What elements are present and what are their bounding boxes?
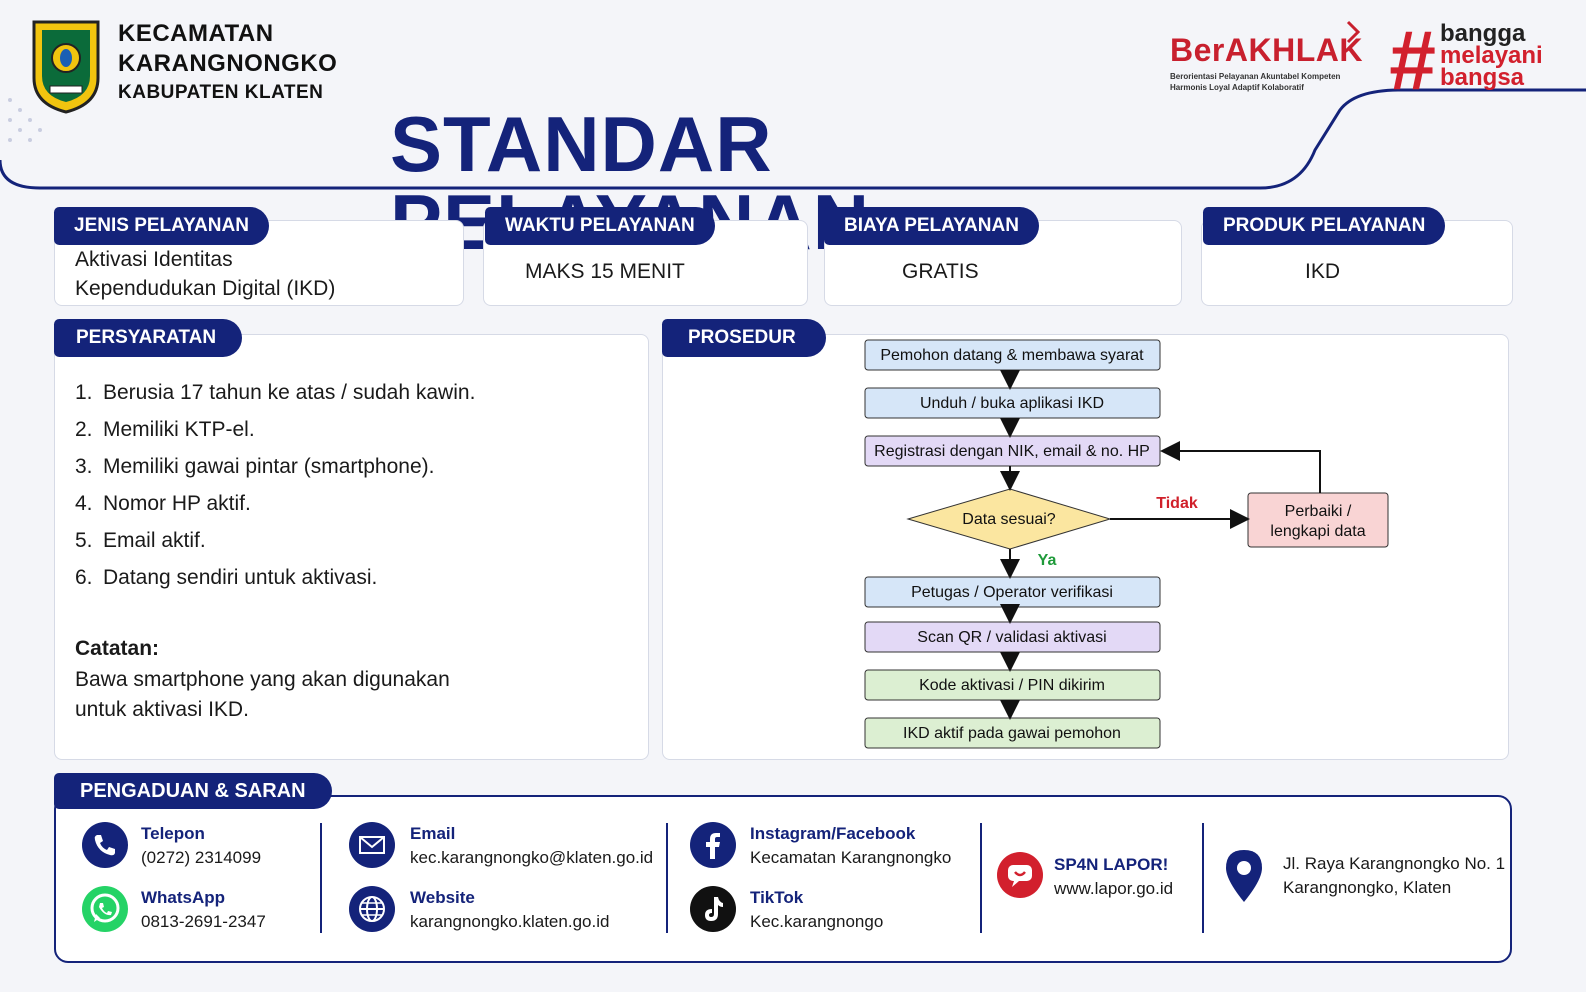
contact-divider	[1202, 823, 1204, 933]
pengaduan-tab: PENGADUAN & SARAN	[54, 773, 332, 809]
berakhlak-logo: BerAKHLAK Berorientasi Pelayanan Akuntab…	[1170, 20, 1380, 100]
requirement-number: 1.	[75, 381, 93, 404]
website-value[interactable]: karangnongko.klaten.go.id	[410, 912, 610, 931]
note-title: Catatan:	[75, 637, 160, 660]
waktu-pelayanan-value: MAKS 15 MENIT	[525, 260, 685, 283]
jenis-pelayanan-value-line1: Aktivasi Identitas	[75, 248, 233, 271]
note-line1: Bawa smartphone yang akan digunakan	[75, 668, 450, 691]
social-label: Instagram/Facebook	[750, 824, 916, 843]
lapor-value[interactable]: www.lapor.go.id	[1054, 879, 1174, 898]
phone-icon	[82, 822, 128, 868]
note-line2: untuk aktivasi IKD.	[75, 698, 249, 721]
jenis-pelayanan-tab: JENIS PELAYANAN	[54, 207, 269, 245]
requirement-number: 3.	[75, 455, 93, 478]
address-line2: Karangnongko, Klaten	[1283, 878, 1452, 897]
produk-pelayanan-value: IKD	[1305, 260, 1341, 283]
requirement-text: Nomor HP aktif.	[103, 492, 251, 515]
requirement-item: 2. Memiliki KTP-el.	[75, 418, 255, 442]
persyaratan-tab: PERSYARATAN	[54, 319, 243, 357]
telepon-value[interactable]: (0272) 2314099	[141, 848, 262, 867]
org-name-line1: KECAMATAN	[118, 20, 274, 47]
telepon-label: Telepon	[141, 824, 205, 843]
biaya-pelayanan-tab: BIAYA PELAYANAN	[824, 207, 1039, 245]
requirement-text: Email aktif.	[103, 529, 206, 552]
contact-divider	[980, 823, 982, 933]
org-name-line3: KABUPATEN KLATEN	[118, 82, 324, 103]
requirement-item: 3. Memiliki gawai pintar (smartphone).	[75, 455, 434, 479]
flow-decision-label: Data sesuai?	[962, 511, 1055, 528]
requirement-number: 5.	[75, 529, 93, 552]
requirement-item: 5. Email aktif.	[75, 529, 206, 553]
facebook-icon	[690, 822, 736, 868]
website-label: Website	[410, 888, 475, 907]
jenis-pelayanan-value-line2: Kependudukan Digital (IKD)	[75, 277, 336, 300]
lapor-label: SP4N LAPOR!	[1054, 855, 1169, 874]
bangga-line3: bangsa	[1440, 64, 1525, 91]
email-icon	[349, 822, 395, 868]
biaya-pelayanan-value: GRATIS	[902, 260, 979, 283]
flow-step-4-label: Petugas / Operator verifikasi	[911, 584, 1113, 601]
berakhlak-wordmark: BerAKHLAK	[1170, 32, 1363, 68]
whatsapp-label: WhatsApp	[141, 888, 226, 907]
social-value[interactable]: Kecamatan Karangnongko	[750, 848, 952, 867]
flow-step-1-label: Pemohon datang & membawa syarat	[880, 347, 1144, 364]
globe-icon	[349, 886, 395, 932]
klaten-coat-of-arms-logo	[32, 20, 100, 114]
tiktok-value[interactable]: Kec.karangnongo	[750, 912, 884, 931]
flow-step-3-label: Registrasi dengan NIK, email & no. HP	[874, 443, 1150, 460]
flow-no-label: Tidak	[1156, 495, 1198, 512]
flow-step-6-label: Kode aktivasi / PIN dikirim	[919, 677, 1105, 694]
location-pin-icon	[1226, 850, 1262, 902]
requirement-number: 2.	[75, 418, 93, 441]
whatsapp-value[interactable]: 0813-2691-2347	[141, 912, 266, 931]
tiktok-icon	[690, 886, 736, 932]
email-label: Email	[410, 824, 456, 843]
flow-step-2-label: Unduh / buka aplikasi IKD	[920, 395, 1104, 412]
chevron-icon	[1346, 20, 1360, 44]
prosedur-tab: PROSEDUR	[662, 319, 826, 357]
flow-fix-label-line1: Perbaiki /	[1285, 503, 1352, 520]
requirement-item: 4. Nomor HP aktif.	[75, 492, 251, 516]
requirement-text: Memiliki gawai pintar (smartphone).	[103, 455, 435, 478]
produk-pelayanan-tab: PRODUK PELAYANAN	[1203, 207, 1446, 245]
bangga-line1: bangga	[1440, 20, 1526, 47]
persyaratan-card	[54, 334, 649, 760]
org-name-line2: KARANGNONGKO	[118, 50, 338, 77]
requirement-item: 6. Datang sendiri untuk aktivasi.	[75, 566, 377, 590]
hashtag-icon: #	[1388, 13, 1435, 107]
whatsapp-icon	[82, 886, 128, 932]
requirement-item: 1. Berusia 17 tahun ke atas / sudah kawin…	[75, 381, 475, 405]
lapor-chat-icon	[997, 852, 1043, 898]
waktu-pelayanan-tab: WAKTU PELAYANAN	[485, 207, 715, 245]
pengaduan-card	[54, 795, 1512, 963]
flow-yes-label: Ya	[1038, 552, 1057, 569]
flow-arrow-loop	[1160, 441, 1321, 493]
berakhlak-tagline2: Harmonis Loyal Adaptif Kolaboratif	[1170, 83, 1304, 92]
tiktok-label: TikTok	[750, 888, 804, 907]
email-value[interactable]: kec.karangnongko@klaten.go.id	[410, 848, 654, 867]
address-line1: Jl. Raya Karangnongko No. 1	[1283, 854, 1506, 873]
header-background	[0, 88, 1586, 190]
flow-step-5-label: Scan QR / validasi aktivasi	[917, 629, 1106, 646]
requirement-text: Memiliki KTP-el.	[103, 418, 255, 441]
flow-fix-label-line2: lengkapi data	[1270, 523, 1365, 540]
requirement-number: 6.	[75, 566, 93, 589]
requirement-number: 4.	[75, 492, 93, 515]
contact-divider	[320, 823, 322, 933]
flow-step-7-label: IKD aktif pada gawai pemohon	[903, 725, 1121, 742]
berakhlak-tagline1: Berorientasi Pelayanan Akuntabel Kompete…	[1170, 72, 1341, 81]
requirement-text: Datang sendiri untuk aktivasi.	[103, 566, 378, 589]
contact-divider	[666, 823, 668, 933]
requirement-text: Berusia 17 tahun ke atas / sudah kawin.	[103, 381, 476, 404]
bangga-line2: melayani	[1440, 42, 1543, 69]
